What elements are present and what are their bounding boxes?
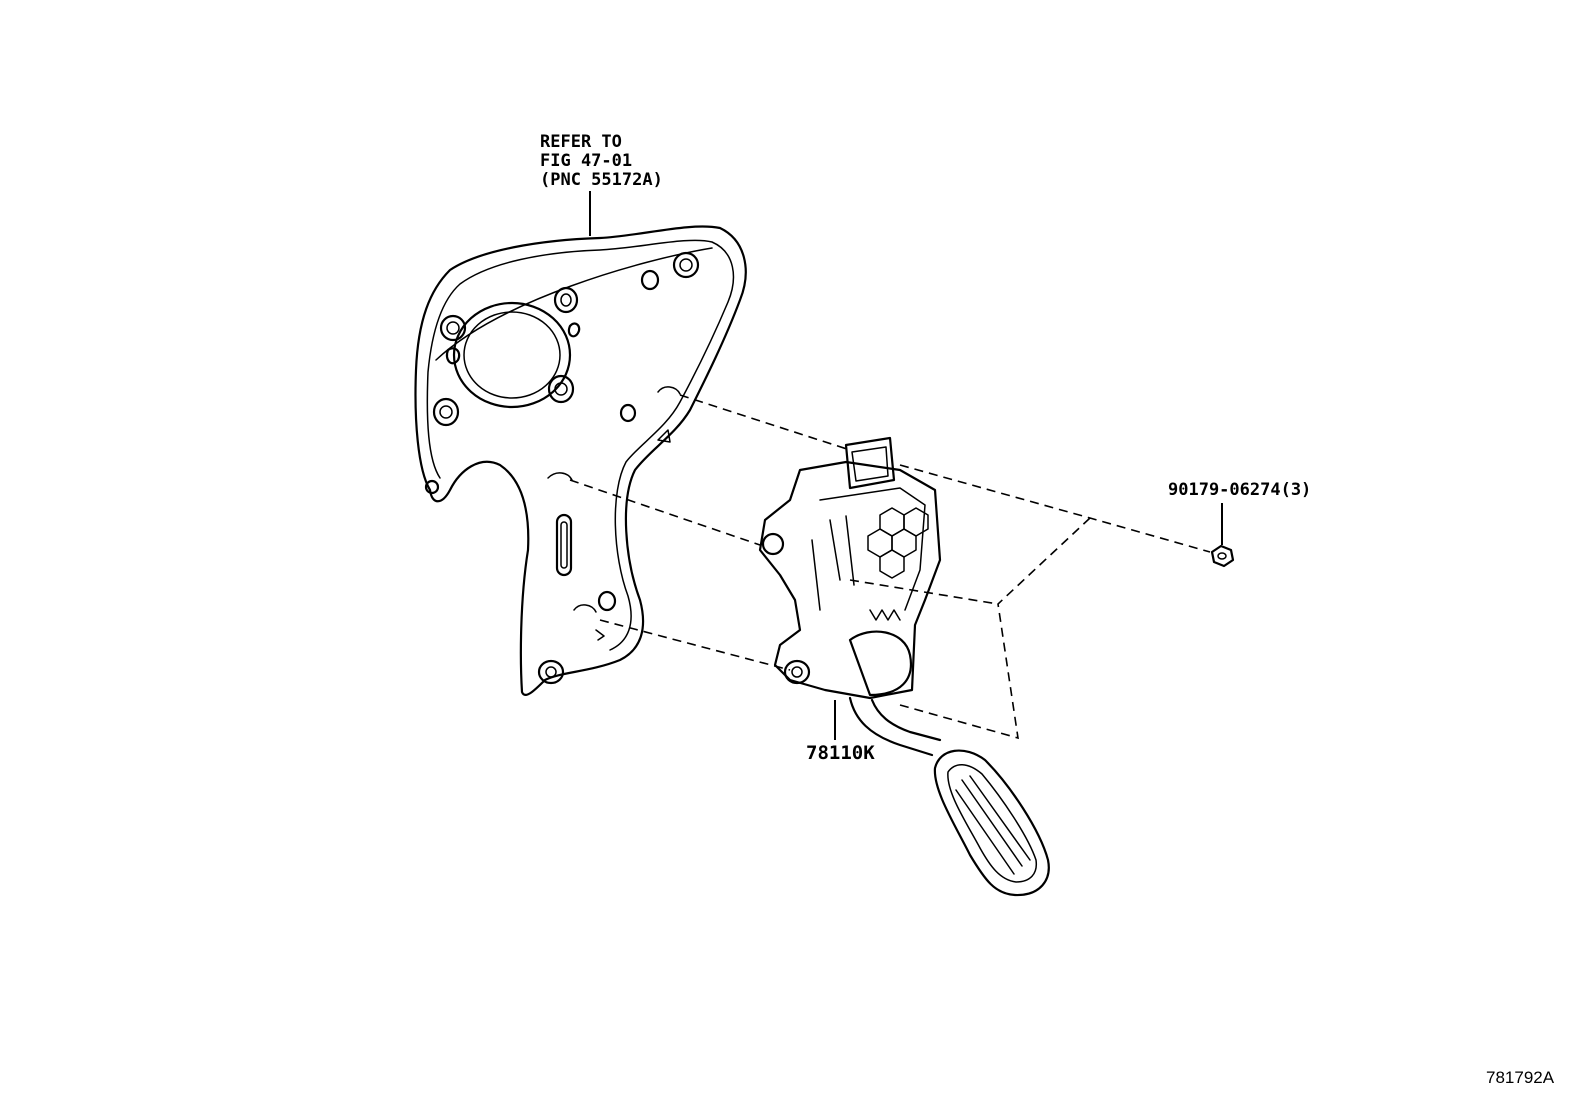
bracket-reference-line-3: (PNC 55172A) <box>540 170 663 190</box>
bracket-reference-line-1: REFER TO <box>540 132 622 152</box>
nut-part-number: 90179-06274(3) <box>1168 480 1312 500</box>
flange-nut <box>1210 544 1235 568</box>
assembly-guide-lines <box>569 394 1211 740</box>
figure-id: 781792A <box>1486 1068 1555 1087</box>
pedal-bracket <box>414 225 747 696</box>
accelerator-pedal-assembly <box>758 436 1050 897</box>
bracket-reference-line-2: FIG 47-01 <box>540 151 633 171</box>
pedal-part-number: 78110K <box>806 742 875 764</box>
